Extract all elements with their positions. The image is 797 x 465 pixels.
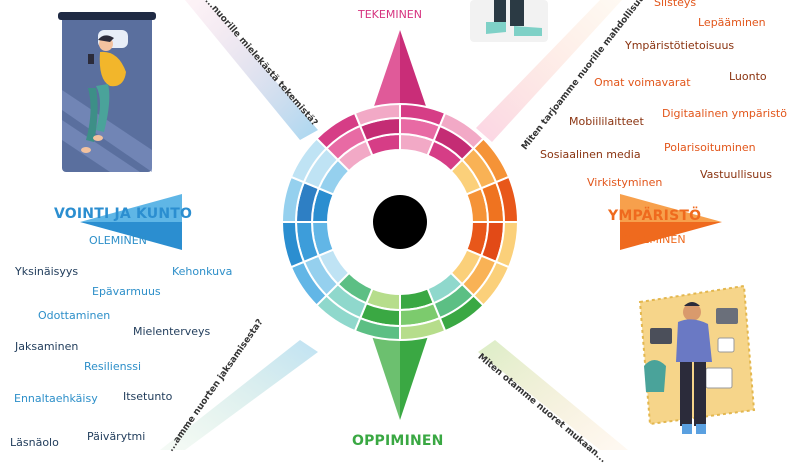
word-vastuullisuus: Vastuullisuus: [700, 168, 772, 181]
sleeping-person-illustration: [58, 12, 156, 172]
vointi-title: VOINTI JA KUNTO: [54, 206, 193, 222]
word-ennaltaehkaisy: Ennaltaehkäisy: [14, 392, 98, 405]
compass-points: [80, 30, 722, 420]
compass-ring: [280, 102, 520, 342]
word-itsetunto: Itsetunto: [123, 390, 173, 403]
walking-person-illustration: [470, 0, 548, 42]
word-digitaalinen-ymparisto: Digitaalinen ympäristö: [662, 107, 787, 120]
word-ymparistotietoisuus: Ympäristötietoisuus: [625, 39, 735, 52]
word-mobiililaitteet: Mobiililaitteet: [569, 115, 644, 128]
word-resilienssi: Resilienssi: [84, 360, 142, 373]
compass-graphic: [58, 0, 756, 450]
word-jaksaminen: Jaksaminen: [15, 340, 79, 353]
word-epavarmuus: Epävarmuus: [92, 285, 161, 298]
word-sosiaalinen-media: Sosiaalinen media: [540, 148, 641, 161]
word-siisteys: Siisteys: [654, 0, 697, 9]
word-virkistyminen: Virkistyminen: [587, 176, 663, 189]
oleminen-label: OLEMINEN: [89, 234, 147, 247]
word-kehonkuva: Kehonkuva: [172, 265, 233, 278]
ring-segment: [289, 137, 328, 184]
word-lasnaolo: Läsnäolo: [10, 436, 59, 449]
tekeminen-label: TEKEMINEN: [358, 8, 422, 21]
oppiminen-title: OPPIMINEN: [352, 433, 444, 449]
word-polarisoituminen: Polarisoituminen: [664, 141, 756, 154]
word-lepaaminen: Lepääminen: [698, 16, 766, 29]
word-paivarytmi: Päivärytmi: [87, 430, 146, 443]
kokeminen-label: KOKEMINEN: [620, 233, 686, 246]
diagonal-rays: [160, 0, 628, 450]
word-omat-voimavarat: Omat voimavarat: [594, 76, 691, 89]
word-mielenterveys: Mielenterveys: [133, 325, 211, 338]
word-yksinaisyys: Yksinäisyys: [15, 265, 79, 278]
compass-center: [373, 195, 427, 249]
word-luonto: Luonto: [729, 70, 767, 83]
lying-person-illustration: [638, 284, 756, 434]
ymparisto-title: YMPÄRISTÖ: [608, 208, 702, 224]
word-odottaminen: Odottaminen: [38, 309, 111, 322]
